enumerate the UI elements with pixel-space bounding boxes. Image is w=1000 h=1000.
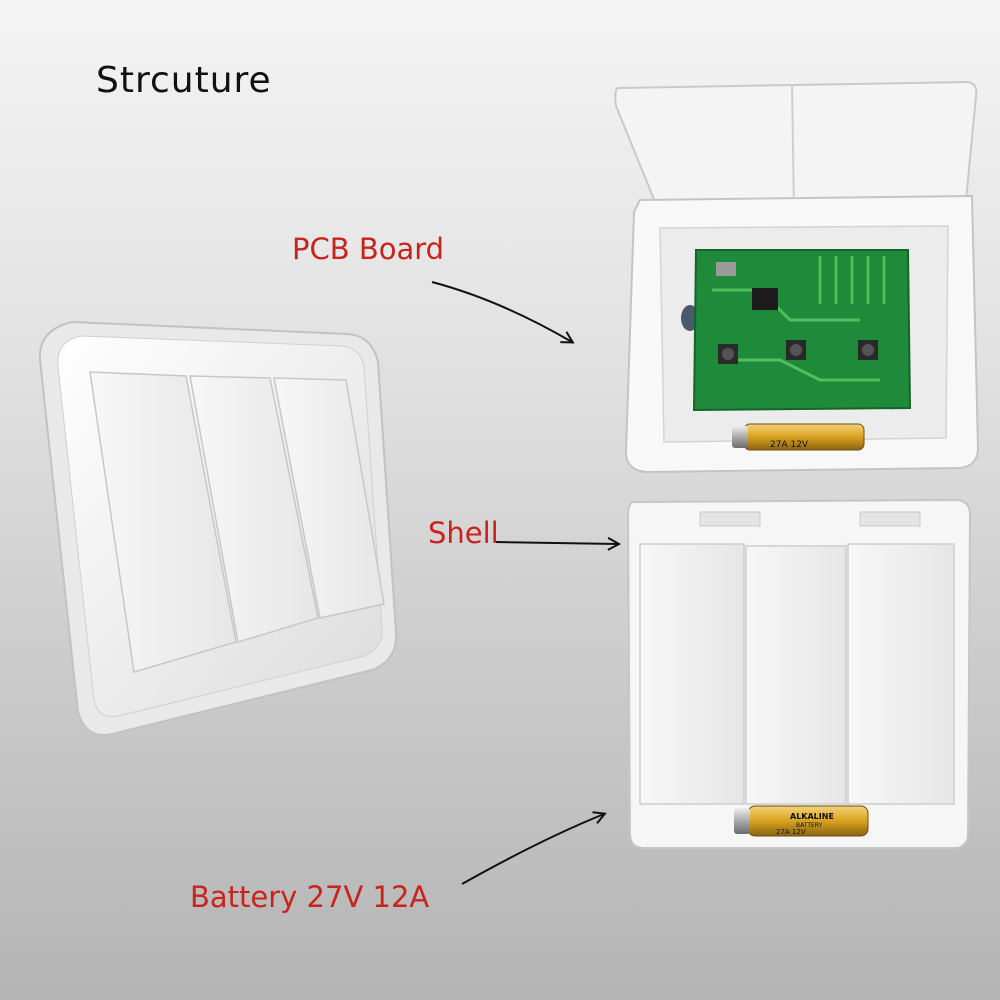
battery-type: BATTERY [796, 822, 823, 829]
pcb-housing: 27A 12V [614, 80, 980, 474]
battery-arrow [461, 814, 604, 885]
shell-key-right [847, 543, 955, 805]
chip [752, 288, 778, 310]
battery-top-rating: 27A 12V [770, 440, 809, 450]
pcb-arrow [431, 281, 572, 342]
housing-lid [614, 80, 978, 216]
shell-arrow [495, 542, 618, 544]
page-title: Strcuture [96, 60, 272, 101]
switch-key-left [89, 371, 237, 673]
battery-brand: ALKALINE [790, 812, 834, 821]
shell-key-left [639, 543, 745, 805]
switch-key-right [273, 377, 385, 619]
assembled-switch [38, 320, 398, 736]
pcb-board-label: PCB Board [292, 232, 445, 266]
battery-rating: 27A 12V [776, 828, 806, 836]
switch-key-middle [189, 375, 319, 643]
shell-key-middle [745, 545, 847, 805]
battery-bottom: ALKALINE BATTERY 27A 12V [734, 805, 869, 837]
shell-assembly: ALKALINE BATTERY 27A 12V [626, 498, 972, 849]
battery-label: Battery 27V 12A [190, 880, 430, 914]
shell-label: Shell [428, 516, 499, 550]
battery-top: 27A 12V [732, 423, 865, 451]
